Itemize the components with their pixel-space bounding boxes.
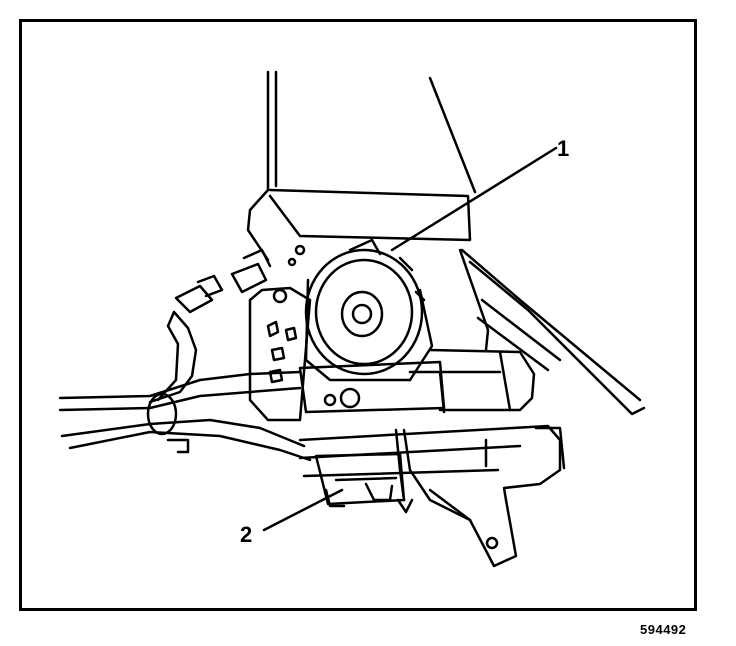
- mount-plate: [248, 286, 312, 422]
- seat-rail: [460, 248, 646, 416]
- wiring-harness: [58, 248, 472, 522]
- callout-1-label: 1: [557, 136, 570, 161]
- seat-frame-bracket: [246, 70, 490, 352]
- figure-id: 594492: [640, 622, 687, 637]
- gear-drive: [298, 348, 536, 414]
- figure-frame: [19, 19, 697, 611]
- switch-module: [314, 452, 414, 514]
- lower-track: [298, 424, 566, 568]
- leader-lines: [262, 146, 558, 532]
- motor-housing: [304, 238, 434, 382]
- callout-2-label: 2: [240, 522, 253, 547]
